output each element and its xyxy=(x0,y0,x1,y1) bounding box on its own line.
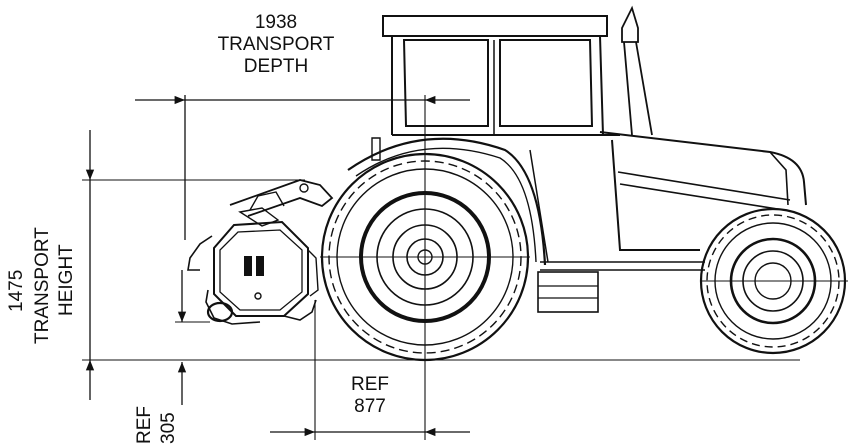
ref-877-dimension-line xyxy=(270,95,470,440)
cab-step xyxy=(537,271,599,313)
ref-305-ref: REF xyxy=(134,406,155,444)
ref-877-label: REF 877 xyxy=(330,374,410,418)
transport-height-line1: TRANSPORT xyxy=(32,227,53,344)
transport-depth-line1: TRANSPORT xyxy=(217,34,335,55)
transport-depth-label: 1938 TRANSPORT DEPTH xyxy=(196,12,356,78)
mulcher-attachment xyxy=(187,179,334,325)
ref-305-value: 305 xyxy=(158,412,179,444)
rear-wheel xyxy=(320,152,530,362)
front-wheel xyxy=(699,207,848,355)
transport-depth-line2: DEPTH xyxy=(243,56,309,77)
transport-height-line2: HEIGHT xyxy=(56,244,77,316)
transport-depth-value: 1938 xyxy=(254,12,298,33)
tractor-cab xyxy=(382,15,620,136)
tractor-hood xyxy=(529,131,807,271)
transport-height-value: 1475 xyxy=(6,269,27,312)
height-dimension-line xyxy=(82,130,800,400)
ref-305-dimension-line xyxy=(175,270,210,405)
rear-fender xyxy=(347,137,547,266)
ref-877-value: 877 xyxy=(354,396,386,417)
depth-dimension-line xyxy=(135,95,470,240)
ref-877-ref: REF xyxy=(351,374,389,395)
exhaust-pipe xyxy=(621,5,653,136)
